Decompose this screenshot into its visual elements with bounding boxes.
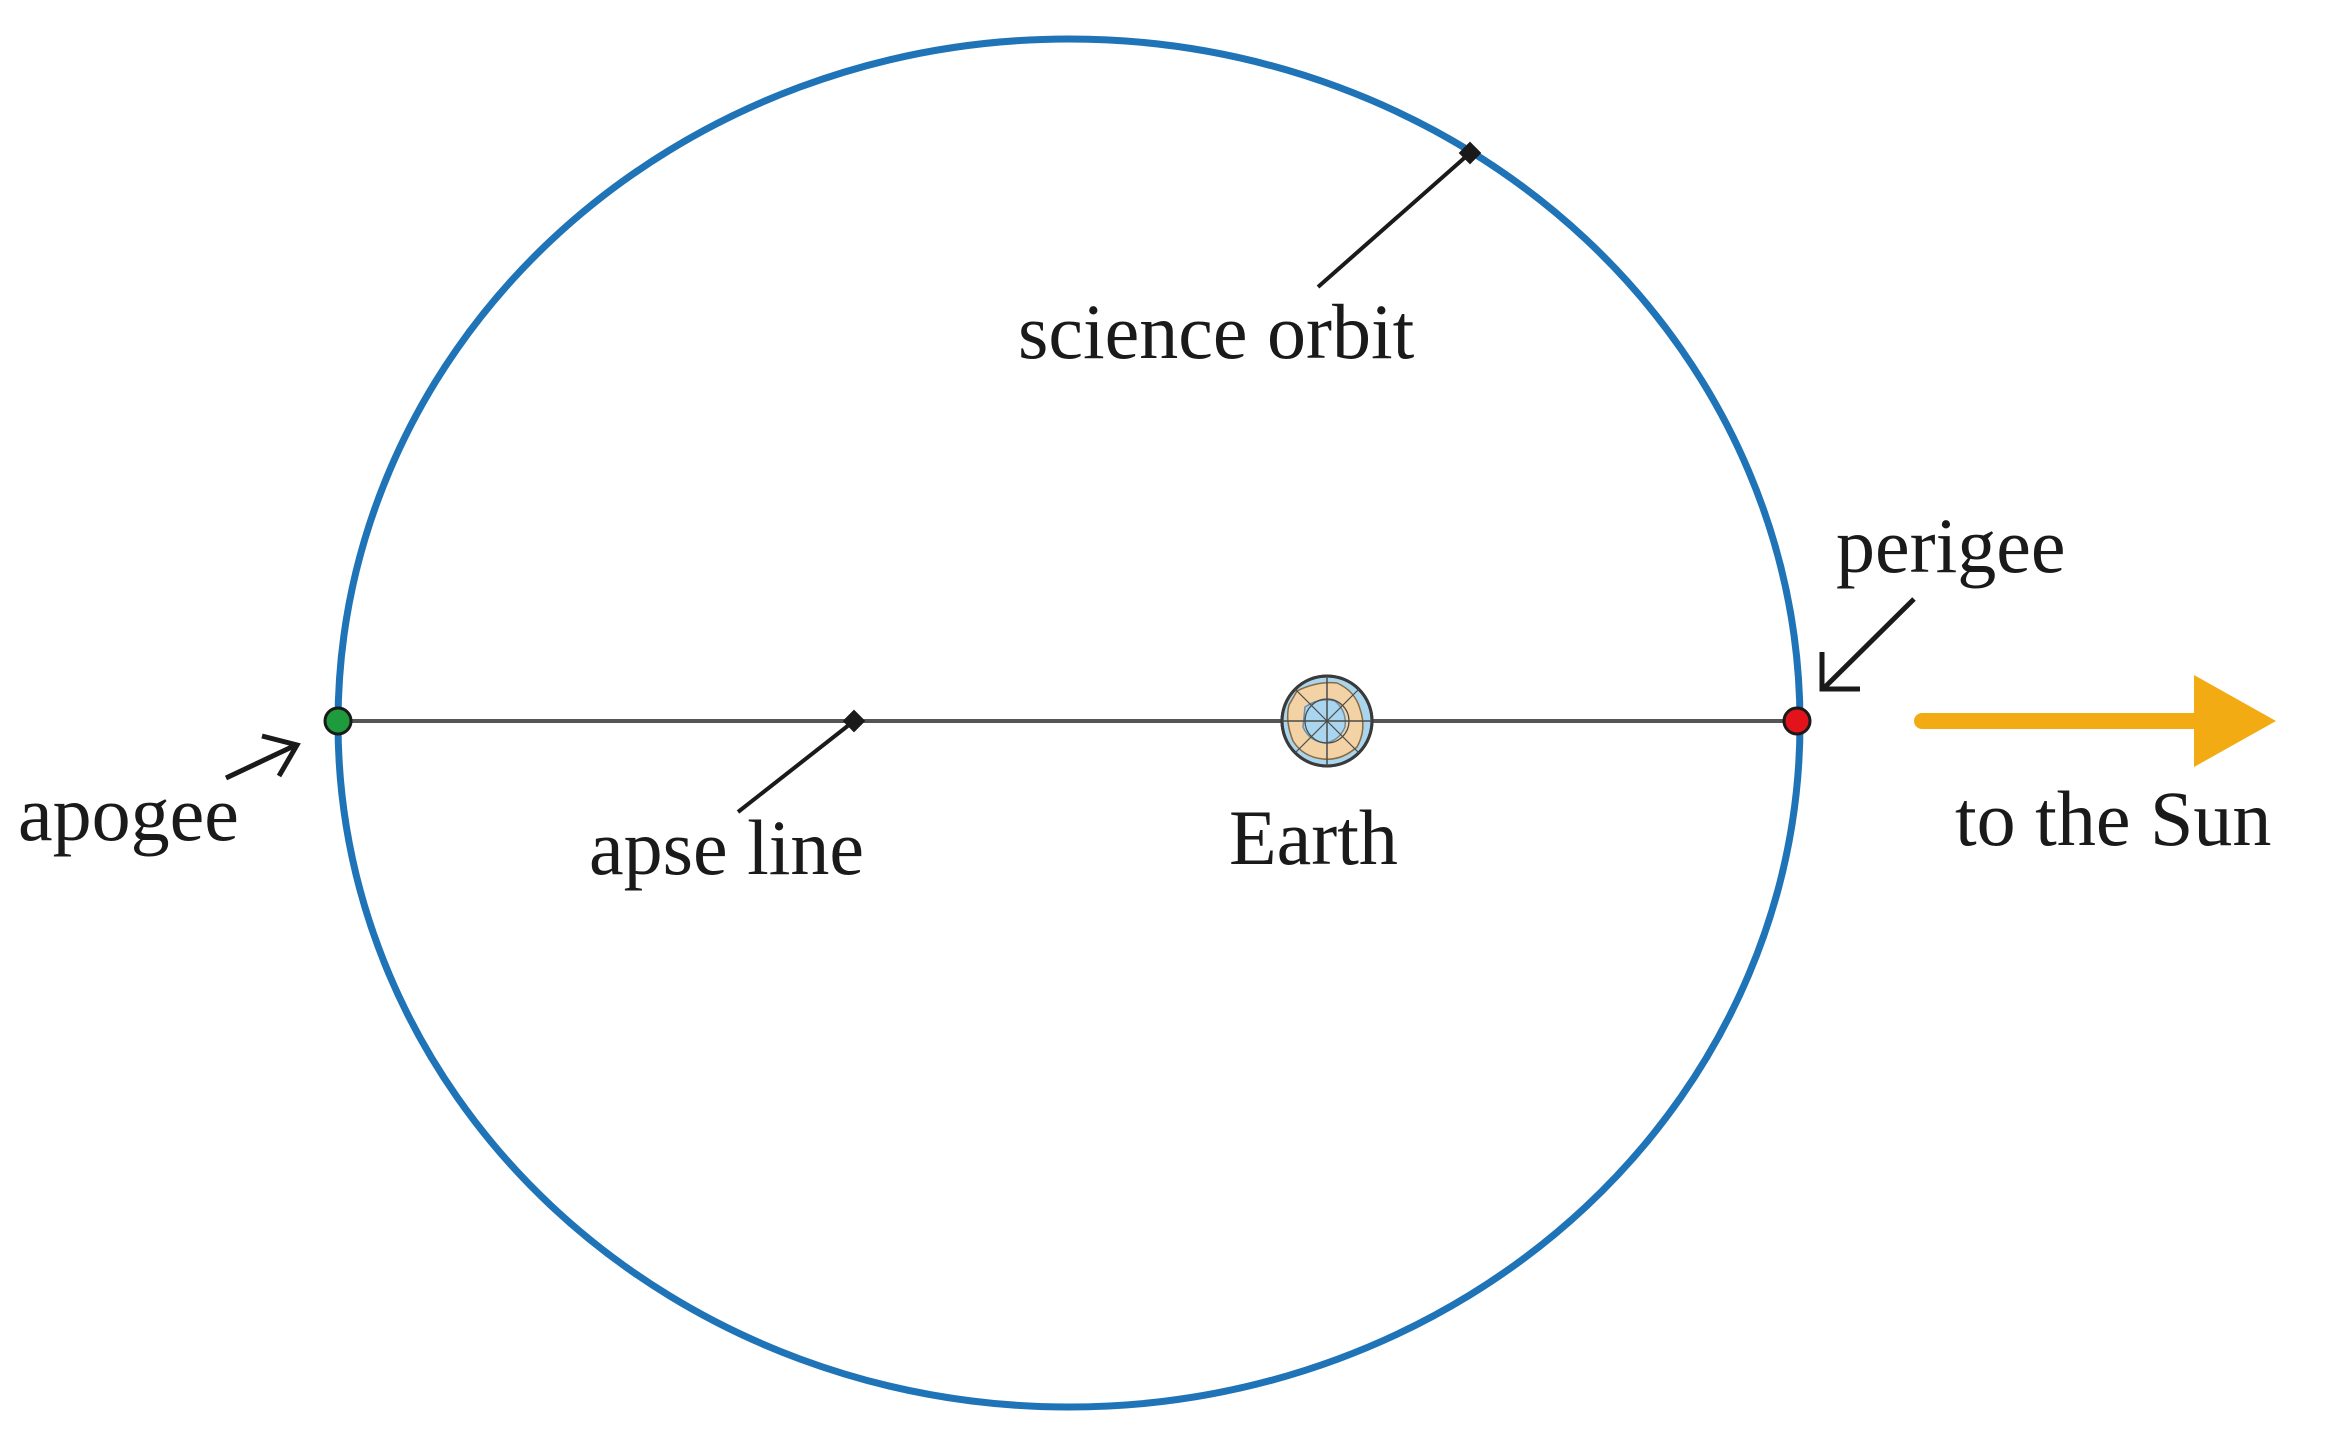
perigee-marker [1782, 706, 1812, 736]
earth-label: Earth [1229, 794, 1398, 881]
perigee-label: perigee [1836, 502, 2066, 589]
apse-line-pointer [736, 709, 866, 814]
science-orbit-pointer [1316, 141, 1482, 289]
apogee-label: apogee [18, 770, 239, 857]
perigee-arrow-icon [1819, 597, 1916, 692]
apogee-arrow-icon [224, 733, 301, 781]
earth-globe-icon [1280, 674, 1374, 768]
apogee-marker [323, 706, 353, 736]
science-orbit-label: science orbit [1018, 288, 1415, 375]
apse-line-label: apse line [589, 804, 864, 891]
arrow-right-icon [1914, 675, 2276, 767]
to-the-sun-label: to the Sun [1955, 775, 2271, 862]
